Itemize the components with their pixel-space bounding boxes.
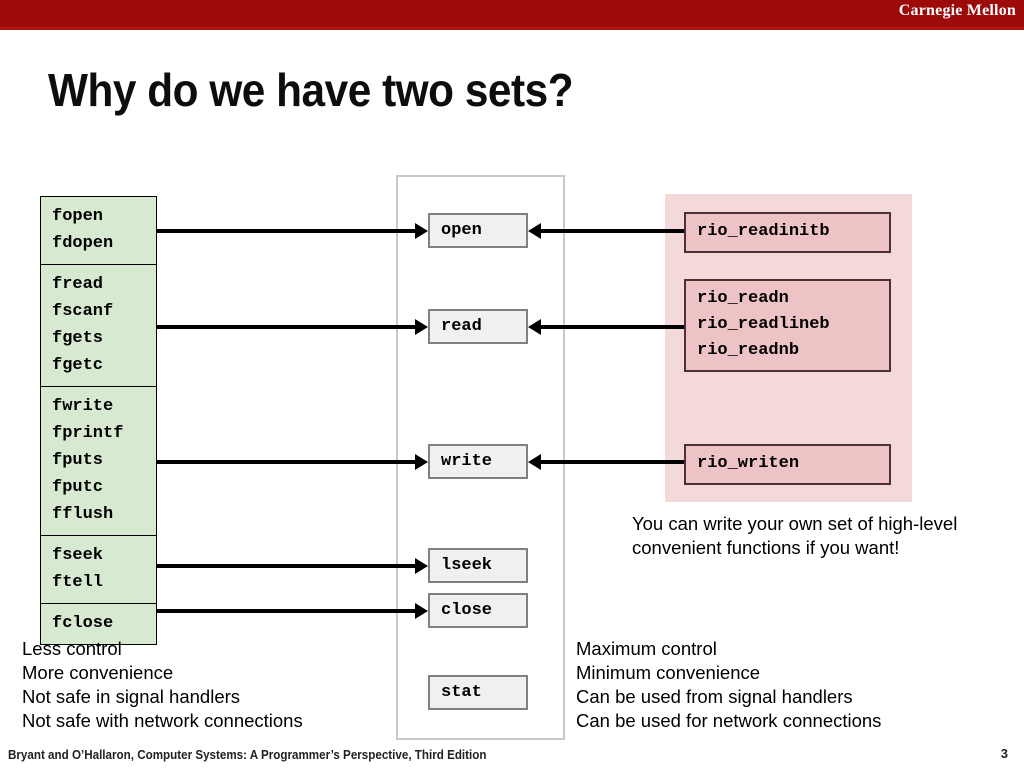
rio-group-writen: rio_writen [684, 444, 891, 485]
syscall-box-stat: stat [428, 675, 528, 710]
syscall-box-close: close [428, 593, 528, 628]
syscall-panel-outline [396, 175, 565, 740]
syscall-label-read: read [441, 317, 482, 336]
arrow-line-stdio-open [157, 229, 415, 233]
stdio-group-write-label: fwrite fprintf fputs fputc fflush [52, 397, 124, 524]
syscall-tradeoffs-text: Maximum control Minimum convenience Can … [576, 638, 882, 731]
brand-label: Carnegie Mellon [898, 2, 1016, 19]
slide-header-underline [0, 27, 1024, 30]
arrow-line-stdio-lseek [157, 564, 415, 568]
arrow-head-stdio-close [415, 603, 428, 619]
page-title: Why do we have two sets? [48, 64, 574, 116]
rio-group-readinitb: rio_readinitb [684, 212, 891, 253]
slide-header-bar [0, 0, 1024, 27]
arrow-line-rio-read [541, 325, 684, 329]
footer-page-number: 3 [1000, 746, 1008, 761]
rio-group-readn-label: rio_readn rio_readlineb rio_readnb [697, 289, 830, 360]
arrow-head-rio-write [528, 454, 541, 470]
arrow-head-rio-open [528, 223, 541, 239]
syscall-box-lseek: lseek [428, 548, 528, 583]
stdio-group-open-label: fopen fdopen [52, 207, 114, 253]
syscall-box-write: write [428, 444, 528, 479]
stdio-group-read-label: fread fscanf fgets fgetc [52, 275, 114, 375]
stdio-function-column: fopen fdopen fread fscanf fgets fgetc fw… [40, 196, 157, 645]
stdio-tradeoffs-text: Less control More convenience Not safe i… [22, 638, 303, 731]
stdio-group-seek-label: fseek ftell [52, 546, 104, 592]
syscall-box-open: open [428, 213, 528, 248]
arrow-head-stdio-open [415, 223, 428, 239]
stdio-group-close: fclose [40, 603, 157, 645]
arrow-line-stdio-close [157, 609, 415, 613]
arrow-line-rio-open [541, 229, 684, 233]
stdio-group-open: fopen fdopen [40, 196, 157, 265]
syscall-label-lseek: lseek [441, 556, 493, 575]
arrow-head-rio-read [528, 319, 541, 335]
syscall-label-open: open [441, 221, 482, 240]
rio-note-text: You can write your own set of high-level… [632, 513, 958, 558]
arrow-head-stdio-lseek [415, 558, 428, 574]
arrow-line-stdio-write [157, 460, 415, 464]
rio-group-readinitb-label: rio_readinitb [697, 222, 830, 241]
stdio-group-close-label: fclose [52, 614, 114, 633]
syscall-label-close: close [441, 601, 493, 620]
arrow-line-stdio-read [157, 325, 415, 329]
arrow-head-stdio-read [415, 319, 428, 335]
footer-citation: Bryant and O’Hallaron, Computer Systems:… [8, 748, 487, 762]
arrow-head-stdio-write [415, 454, 428, 470]
syscall-box-read: read [428, 309, 528, 344]
rio-group-readn: rio_readn rio_readlineb rio_readnb [684, 279, 891, 372]
rio-group-writen-label: rio_writen [697, 454, 800, 473]
arrow-line-rio-write [541, 460, 684, 464]
stdio-group-write: fwrite fprintf fputs fputc fflush [40, 386, 157, 536]
stdio-group-seek: fseek ftell [40, 535, 157, 604]
syscall-label-stat: stat [441, 683, 482, 702]
syscall-label-write: write [441, 452, 493, 471]
stdio-group-read: fread fscanf fgets fgetc [40, 264, 157, 387]
